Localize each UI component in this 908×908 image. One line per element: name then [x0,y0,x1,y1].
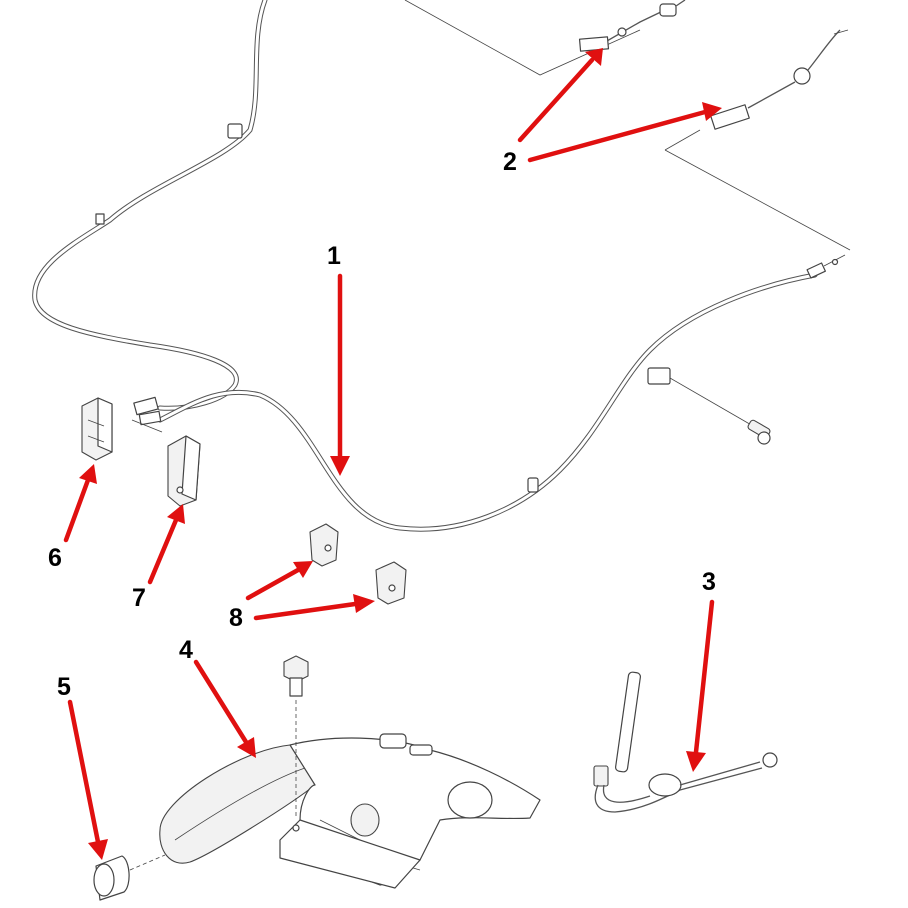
arrow-2a [517,48,603,143]
callout-5: 5 [57,673,71,701]
cable-bracket [647,367,761,431]
callout-2: 2 [503,148,517,176]
cable-end-right [806,254,846,279]
rear-connector-upper [578,0,686,52]
cable-clip-upper [227,123,243,139]
lever-end-cap [93,854,166,901]
rear-connector-lower [710,29,849,130]
cable-clip-6 [81,397,113,461]
callout-6: 6 [48,544,62,572]
rear-cable-connectors [578,0,849,130]
cable-clip-8b [375,561,407,605]
arrow-1 [330,273,350,476]
arrow-5 [67,699,108,860]
reference-lines [404,0,851,251]
arrow-8a [245,561,313,601]
arrow-3 [686,599,715,772]
cable-clip-7 [167,435,201,507]
callout-arrows [63,48,722,860]
callout-labels: 1 2 3 4 5 6 7 8 [48,148,716,701]
cable-equalizer-fitting [131,396,163,433]
arrow-2b [527,102,722,163]
callout-7: 7 [132,584,146,612]
arrow-7 [147,504,185,585]
callout-4: 4 [179,636,193,664]
cable-clip-mid [527,477,539,493]
handbrake-lever [159,733,541,889]
arrow-8b [253,594,375,621]
mounting-screw [747,419,771,445]
callout-1: 1 [327,242,341,270]
cable-clip-left [95,213,105,225]
callout-8: 8 [229,604,243,632]
lever-mounting-bolt [283,655,309,818]
callout-3: 3 [702,568,716,596]
arrow-4 [193,659,256,758]
brake-cable-assembly [32,0,846,532]
cable-clip-8a [309,523,339,567]
release-rod-assembly [593,671,778,813]
arrow-6 [63,464,97,543]
